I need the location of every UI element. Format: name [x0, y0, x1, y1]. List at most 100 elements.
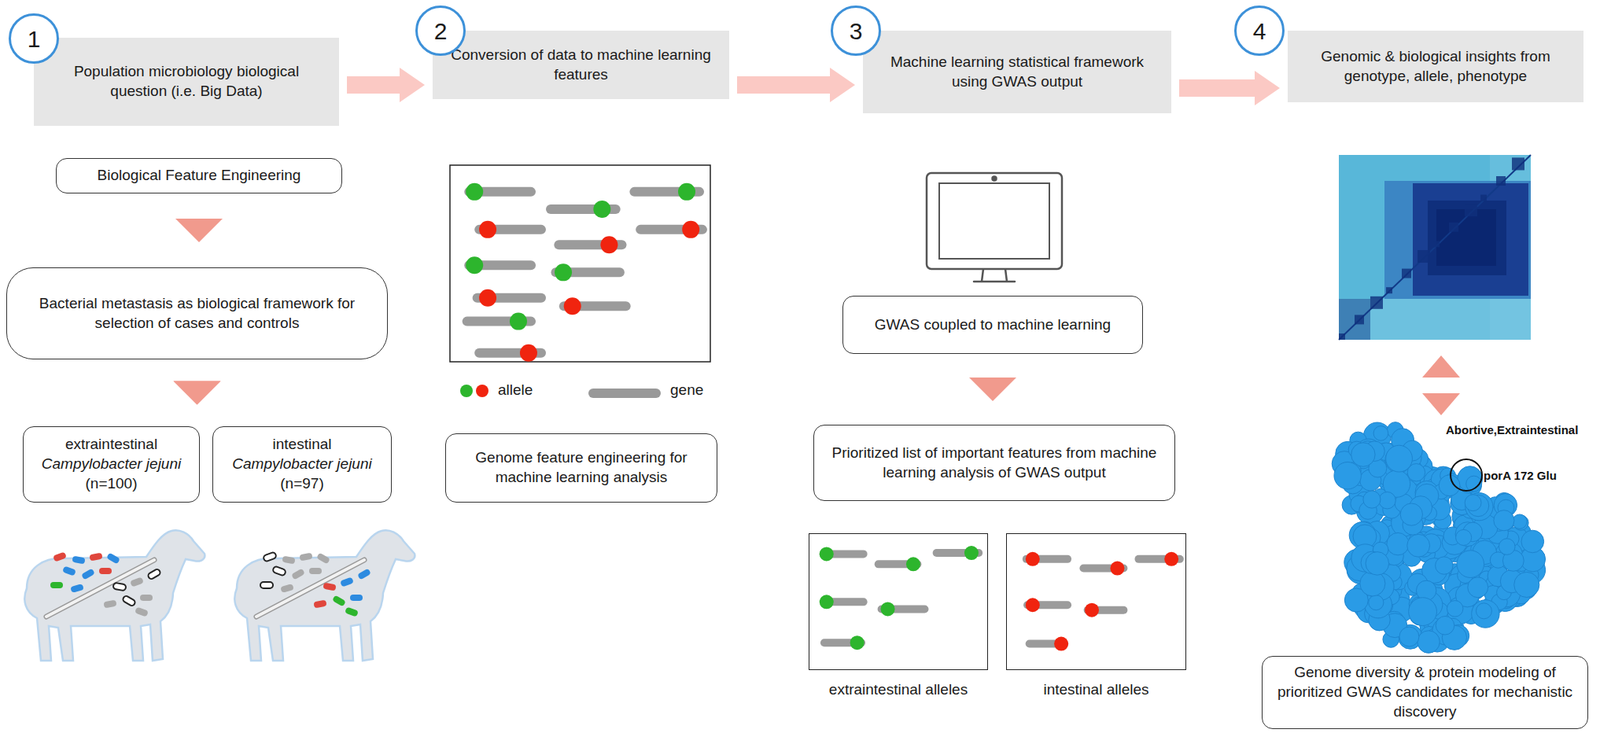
allele-dot: [1025, 597, 1040, 612]
bacterium: [291, 568, 306, 581]
atom: [1467, 577, 1489, 598]
atom: [1386, 532, 1409, 555]
bacterium: [52, 552, 67, 563]
bacterium: [262, 552, 277, 563]
bacterium: [260, 582, 273, 589]
heatmap-cell: [1354, 314, 1365, 325]
allele-dot: [479, 221, 497, 239]
step-number: 2: [415, 5, 466, 56]
heatmap-cell: [1433, 240, 1440, 248]
bacteria: [50, 552, 372, 618]
atom: [1408, 597, 1438, 627]
heatmap-cell: [1496, 176, 1506, 186]
step-number: 4: [1234, 5, 1285, 56]
atom: [1456, 550, 1485, 579]
node-text: Population microbiology biological quest…: [47, 62, 325, 101]
allele-frame: [449, 165, 711, 362]
node-text: Conversion of data to machine learning f…: [446, 45, 716, 85]
allele-dot: [1109, 561, 1125, 576]
bacterium: [99, 567, 112, 575]
allele-dot: [682, 221, 700, 239]
connector: [173, 381, 222, 406]
process-box: Genome feature engineering for machine l…: [445, 433, 718, 503]
node-text: (n=97): [280, 474, 324, 495]
atom: [1334, 462, 1361, 490]
node-text: Bacterial metastasis as biological frame…: [22, 294, 372, 333]
allele-dot: [678, 183, 696, 201]
node-text: Campylobacter jejuni: [232, 454, 372, 475]
atom: [1365, 552, 1390, 576]
allele-dot: [465, 256, 483, 274]
allele-dot: [465, 183, 483, 201]
bacterium: [50, 582, 63, 589]
bacterium: [103, 600, 117, 609]
gene-bars: [462, 183, 1184, 652]
node-text: extraintestinal alleles: [793, 680, 1003, 701]
node-text: Machine learning statistical framework u…: [877, 52, 1158, 92]
connector: [173, 381, 222, 406]
allele-dot: [509, 313, 528, 331]
node-text: Biological Feature Engineering: [97, 165, 302, 186]
allele-dot: [479, 289, 497, 307]
process-box: intestinalCampylobacter jejuni(n=97): [212, 426, 392, 503]
connector: [737, 67, 856, 103]
node-text: intestinal: [272, 435, 332, 455]
bacterium: [331, 595, 347, 608]
atom: [1399, 626, 1420, 647]
legend-text: allele: [497, 381, 533, 399]
triangle-arrow: [175, 218, 223, 243]
sheep-right: [234, 530, 415, 661]
connector: [969, 377, 1017, 402]
bacterium: [70, 583, 85, 594]
atom: [1386, 445, 1413, 472]
atom: [1363, 490, 1381, 509]
triangle-arrow: [173, 381, 222, 406]
sheep-left: [24, 530, 205, 661]
annotation-label: porA 172 Glu: [1483, 468, 1557, 483]
process-box: Genome diversity & protein modeling of p…: [1261, 656, 1589, 730]
atom: [1498, 538, 1516, 556]
atom: [1351, 442, 1376, 467]
legend-swatches: [460, 384, 661, 399]
node-text: 1: [27, 23, 41, 55]
bacterium: [322, 582, 336, 592]
bacterium: [281, 556, 295, 565]
process-box: Biological Feature Engineering: [55, 158, 343, 194]
node-text: Genome feature engineering for machine l…: [457, 448, 706, 487]
bacterium: [112, 582, 126, 592]
atom: [1493, 510, 1515, 531]
triangle-arrow: [969, 377, 1017, 402]
heatmap-cell: [1417, 250, 1431, 263]
step-header: Genomic & biological insights from genot…: [1287, 30, 1584, 103]
atom: [1435, 556, 1453, 575]
connector: [175, 218, 223, 243]
legend-text: gene: [670, 381, 704, 399]
bacterium: [313, 600, 327, 609]
heatmap-cell: [1448, 222, 1459, 233]
allele-dot: [593, 200, 611, 218]
heatmap: [1338, 154, 1531, 340]
allele-dot: [554, 263, 572, 281]
fat-arrow: [346, 67, 425, 103]
heatmap-cell: [1338, 333, 1346, 340]
heatmap-cell: [1386, 287, 1393, 294]
step-number: 3: [830, 5, 882, 56]
allele-dot: [1164, 552, 1179, 567]
bacterium: [339, 577, 354, 588]
allele-dot: [600, 235, 618, 254]
bacterium: [147, 568, 162, 581]
process-box: extraintestinalCampylobacter jejuni(n=10…: [22, 426, 200, 503]
computer-monitor: [926, 173, 1062, 282]
allele-box: intestinal alleles: [1006, 533, 1187, 671]
allele-dot: [819, 594, 834, 609]
heatmap-diagonal: [1338, 157, 1525, 340]
process-box: Bacterial metastasis as biological frame…: [6, 267, 388, 360]
atom: [1407, 534, 1431, 557]
bacterium: [140, 594, 153, 601]
step-header: Conversion of data to machine learning f…: [432, 30, 730, 100]
protein-model: [1331, 422, 1545, 654]
atom: [1475, 603, 1492, 620]
allele-dot: [850, 635, 865, 650]
bacterium: [298, 552, 313, 562]
step-header: Population microbiology biological quest…: [33, 37, 340, 126]
